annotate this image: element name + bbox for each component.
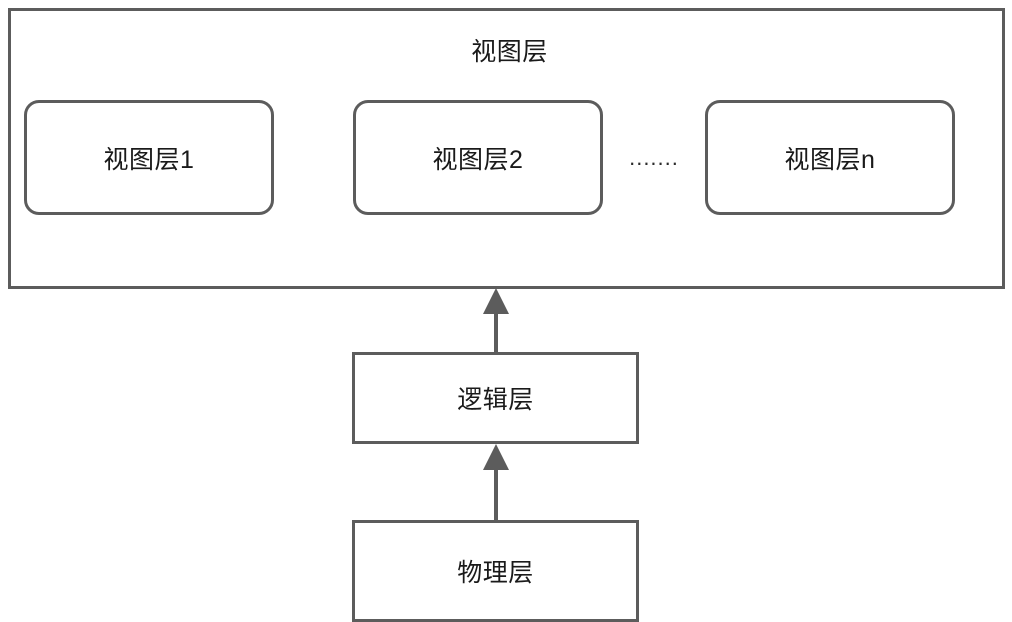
logic-layer-box: 逻辑层 [352, 352, 639, 444]
arrow-logic-to-view [483, 288, 509, 352]
view-layer-title: 视图层 [471, 38, 548, 66]
arrow-physical-to-logic [483, 444, 509, 520]
view-layer-box-n: 视图层n [705, 100, 955, 215]
physical-layer-box: 物理层 [352, 520, 639, 622]
view-layer-box-2: 视图层2 [353, 100, 603, 215]
view-layer-ellipsis: ....... [629, 144, 679, 170]
view-layer-box-1: 视图层1 [24, 100, 274, 215]
